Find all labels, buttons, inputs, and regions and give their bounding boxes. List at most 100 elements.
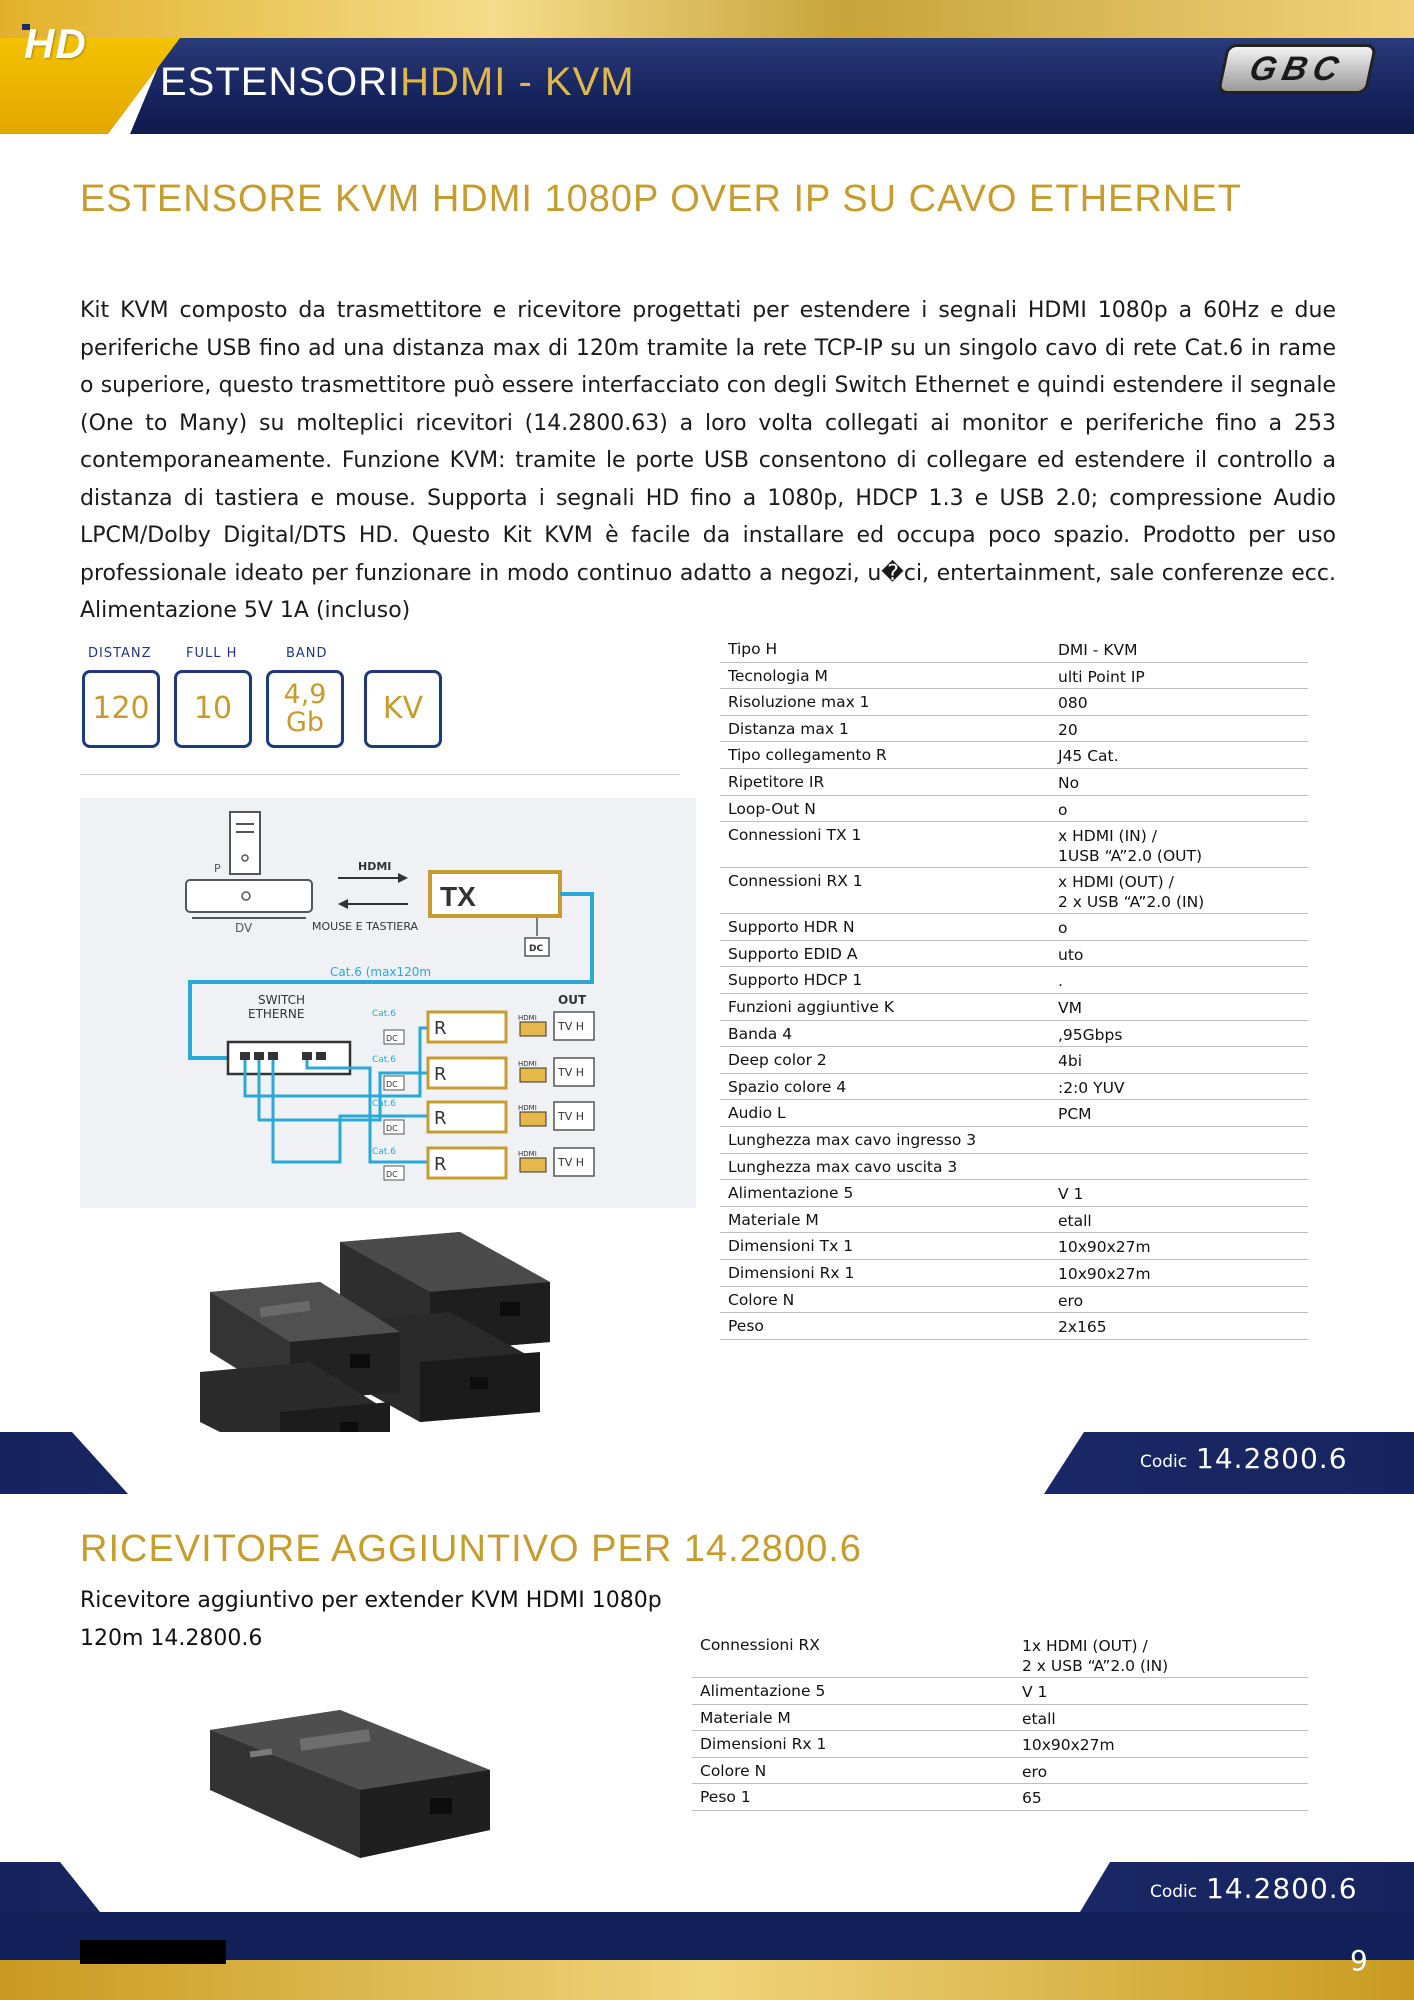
spec-value: V 1 — [1022, 1683, 1048, 1701]
footer-gold-band — [0, 1960, 1414, 2000]
spec-value: ero — [1058, 1291, 1084, 1310]
tv-2 — [553, 1057, 595, 1087]
spec-value: uto — [1058, 945, 1084, 964]
receiver-code-bar-white-cut — [60, 1862, 1110, 1912]
spec-key: Funzioni aggiuntive K — [728, 998, 895, 1016]
spec-key: Alimentazione 5 — [728, 1184, 854, 1203]
spec-key: Spazio colore 4 — [728, 1077, 847, 1096]
spec-value: ,95Gbps — [1058, 1025, 1123, 1044]
spec-key: Risoluzione max 1 — [728, 693, 870, 712]
feature-badges: DISTANZ FULL H BAND 120 10 4,9 Gb KV — [80, 646, 680, 776]
spec-value: PCM — [1058, 1105, 1092, 1124]
spec-key: Materiale M — [700, 1708, 791, 1727]
rx-dc-4: DC — [386, 1170, 398, 1179]
spec-value: o — [1058, 800, 1068, 819]
spec-value: ero — [1022, 1762, 1048, 1781]
product-title: ESTENSORE KVM HDMI 1080P OVER IP SU CAVO… — [80, 178, 1242, 220]
badge-distance: 120 — [82, 670, 160, 748]
spec-key: Tipo collegamento R — [728, 746, 887, 765]
spec-value: V 1 — [1058, 1185, 1084, 1204]
receiver-row-2: Cat.6 R DC HDMI TV H — [372, 1055, 595, 1091]
spec-value: 080 — [1058, 694, 1088, 713]
tx-label: TX — [440, 881, 476, 912]
spec-key: Banda 4 — [728, 1024, 793, 1043]
spec-value: 2x165 — [1058, 1318, 1107, 1337]
spec-row: Risoluzione max 1 080 — [720, 689, 1308, 716]
receiver-title: RICEVITORE AGGIUNTIVO PER 14.2800.6 — [80, 1528, 862, 1570]
spec-value: 10x90x27m — [1058, 1238, 1151, 1257]
spec-value: 1x HDMI (OUT) / 2 x USB “A”2.0 (IN) — [1022, 1637, 1169, 1675]
receiver-row-4: Cat.6 R DC HDMI TV H — [372, 1146, 595, 1181]
spec-value: VM — [1058, 999, 1082, 1017]
badge-label-bandwidth: BAND — [286, 646, 328, 661]
out-label: OUT — [558, 993, 587, 1007]
spec-key: Colore N — [728, 1290, 795, 1309]
receiver-product-photo — [210, 1690, 500, 1860]
spec-row: Materiale M etall — [720, 1207, 1308, 1234]
spec-key: Connessioni TX 1 — [728, 826, 862, 845]
spec-key: Tecnologia M — [728, 666, 828, 685]
spec-row: Peso 2x165 — [720, 1313, 1308, 1340]
cat6-cable — [188, 892, 594, 1060]
rx-label-2: R — [434, 1064, 447, 1085]
header-gold-strip — [0, 0, 1414, 40]
spec-row: Ripetitore IR No — [720, 769, 1308, 796]
tv-3 — [553, 1101, 595, 1131]
tv-4 — [553, 1147, 595, 1177]
cat-label-2: Cat.6 — [372, 1055, 396, 1065]
rx-unit-3 — [426, 1100, 508, 1134]
receiver-code-label: Codic — [1150, 1882, 1198, 1902]
spec-value: 10x90x27m — [1058, 1265, 1151, 1283]
spec-key: Dimensioni Rx 1 — [728, 1264, 855, 1282]
receiver-product-code: 14.2800.6 — [1206, 1872, 1358, 1905]
header-title-main: ESTENSORI — [160, 60, 401, 104]
badge-kvm: KV — [364, 670, 442, 748]
tv-label-1: TV H — [557, 1020, 584, 1033]
spec-key: Ripetitore IR — [728, 773, 825, 791]
spec-value: . — [1058, 972, 1063, 991]
page-number: 9 — [1350, 1944, 1368, 1977]
rx-label-3: R — [434, 1108, 447, 1129]
spec-key: Lunghezza max cavo ingresso 3 — [728, 1131, 977, 1149]
tx-power-adapter — [524, 937, 550, 957]
footer-redaction-box — [80, 1940, 226, 1964]
spec-key: Materiale M — [728, 1210, 819, 1229]
receiver-row-3: Cat.6 R DC HDMI TV H — [372, 1099, 595, 1135]
pc-icon — [229, 811, 261, 875]
spec-key: Audio L — [728, 1104, 786, 1123]
cat-label-4: Cat.6 — [372, 1147, 396, 1157]
tx-dc-label: DC — [529, 944, 543, 954]
section-divider — [80, 774, 680, 775]
spec-value: J45 Cat. — [1058, 747, 1119, 766]
spec-row: Spazio colore 4:2:0 YUV — [720, 1074, 1308, 1101]
spec-key: Peso — [728, 1317, 764, 1336]
spec-value: 10x90x27m — [1022, 1736, 1115, 1755]
spec-key: Dimensioni Tx 1 — [728, 1237, 854, 1256]
spec-row: Lunghezza max cavo ingresso 3 — [720, 1127, 1308, 1154]
usb-arrow-head — [338, 899, 348, 909]
hd-logo-mark — [22, 24, 30, 30]
page-header-title: ESTENSORIHDMI - KVM — [160, 60, 635, 105]
product-code: 14.2800.6 — [1196, 1442, 1348, 1475]
cable-label: Cat.6 (max120m — [330, 965, 431, 979]
receiver-row-1: Cat.6 R DC HDMI TV H — [372, 1009, 595, 1045]
spec-key: Deep color 2 — [728, 1051, 827, 1070]
spec-value: etall — [1058, 1211, 1092, 1230]
spec-value: x HDMI (IN) / 1USB “A”2.0 (OUT) — [1058, 827, 1203, 866]
gbc-logo-text: GBC — [1246, 49, 1348, 88]
spec-value: No — [1058, 774, 1080, 792]
connection-diagram: P DV HDMI MOUSE E TASTIERA TX DC Cat.6 (… — [80, 798, 696, 1208]
hdmi-arrow-head — [398, 873, 408, 883]
spec-row: Audio L PCM — [720, 1100, 1308, 1127]
